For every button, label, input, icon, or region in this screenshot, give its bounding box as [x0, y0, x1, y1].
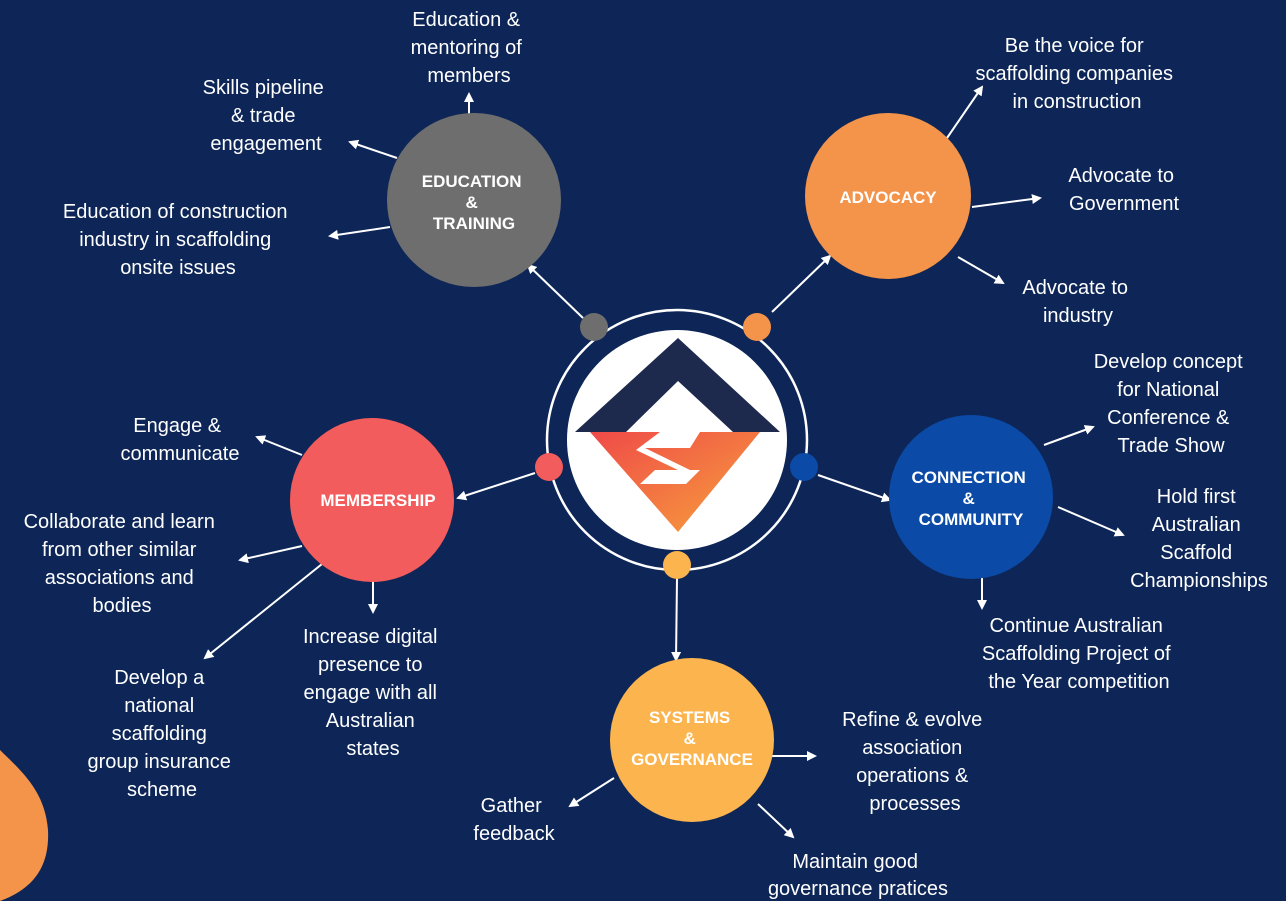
dot-connection: [790, 453, 818, 481]
dot-membership: [535, 453, 563, 481]
leaf-arrow-national-conference: [1043, 425, 1095, 446]
leaf-skills-pipeline: Skills pipeline & trade engagement: [203, 77, 330, 155]
leaf-refine: Refine & evolve association operations &…: [842, 709, 988, 815]
leaf-digital: Increase digital presence to engage with…: [303, 626, 443, 760]
leaf-arrow-engage: [255, 435, 303, 456]
node-connection: CONNECTION & COMMUNITY: [889, 415, 1053, 579]
decorative-blob: [0, 750, 49, 901]
node-membership: MEMBERSHIP: [290, 418, 454, 582]
dot-education: [580, 313, 608, 341]
connector-systems: [671, 577, 682, 662]
dot-advocacy: [743, 313, 771, 341]
node-advocacy-label: ADVOCACY: [839, 188, 937, 207]
connector-membership: [456, 472, 536, 501]
node-membership-label: MEMBERSHIP: [320, 491, 435, 510]
node-advocacy: ADVOCACY: [805, 113, 971, 279]
leaf-arrow-feedback: [568, 777, 615, 808]
node-education-label: EDUCATION & TRAINING: [422, 172, 527, 233]
leaf-national-conference: Develop concept for National Conference …: [1094, 351, 1249, 457]
central-hub: [545, 308, 809, 572]
leaf-education-mentoring: Education & mentoring of members: [411, 9, 528, 87]
leaf-project-of-year: Continue Australian Scaffolding Project …: [982, 615, 1176, 693]
leaf-arrow-governance: [757, 803, 795, 839]
hub-connectors: [456, 254, 892, 662]
connector-education: [526, 263, 584, 319]
leaf-advocate-industry: Advocate to industry: [1022, 277, 1133, 327]
leaf-arrow-advocate-government: [971, 194, 1042, 208]
leaf-education-industry: Education of construction industry in sc…: [63, 201, 293, 279]
leaf-governance: Maintain good governance pratices: [768, 851, 948, 900]
leaf-voice: Be the voice for scaffolding companies i…: [975, 35, 1178, 113]
leaf-arrow-advocate-industry: [957, 256, 1005, 285]
scaffold-association-logo-icon: [575, 338, 780, 532]
connector-connection: [817, 474, 892, 503]
leaf-championships: Hold first Australian Scaffold Champions…: [1130, 486, 1268, 592]
leaf-arrow-education-industry: [328, 226, 391, 240]
leaf-arrow-skills-pipeline: [348, 139, 398, 159]
node-connection-label: CONNECTION & COMMUNITY: [911, 468, 1030, 529]
leaf-feedback: Gather feedback: [473, 795, 555, 845]
dot-systems: [663, 551, 691, 579]
leaf-arrow-collaborate: [238, 545, 303, 564]
leaf-advocate-government: Advocate to Government: [1068, 165, 1179, 215]
leaf-connectors: [203, 85, 1125, 839]
leaf-arrow-voice: [946, 85, 984, 139]
leaf-collaborate: Collaborate and learn from other similar…: [24, 511, 221, 617]
node-education: EDUCATION & TRAINING: [387, 113, 561, 287]
node-systems-label: SYSTEMS & GOVERNANCE: [631, 708, 753, 769]
connector-advocacy: [771, 254, 832, 313]
leaf-insurance: Develop a national scaffolding group ins…: [88, 667, 237, 801]
leaf-arrow-championships: [1057, 506, 1125, 537]
leaf-engage: Engage & communicate: [121, 415, 240, 465]
ring-dots: [535, 313, 818, 579]
node-systems: SYSTEMS & GOVERNANCE: [610, 658, 774, 822]
leaf-arrow-insurance: [203, 563, 323, 660]
